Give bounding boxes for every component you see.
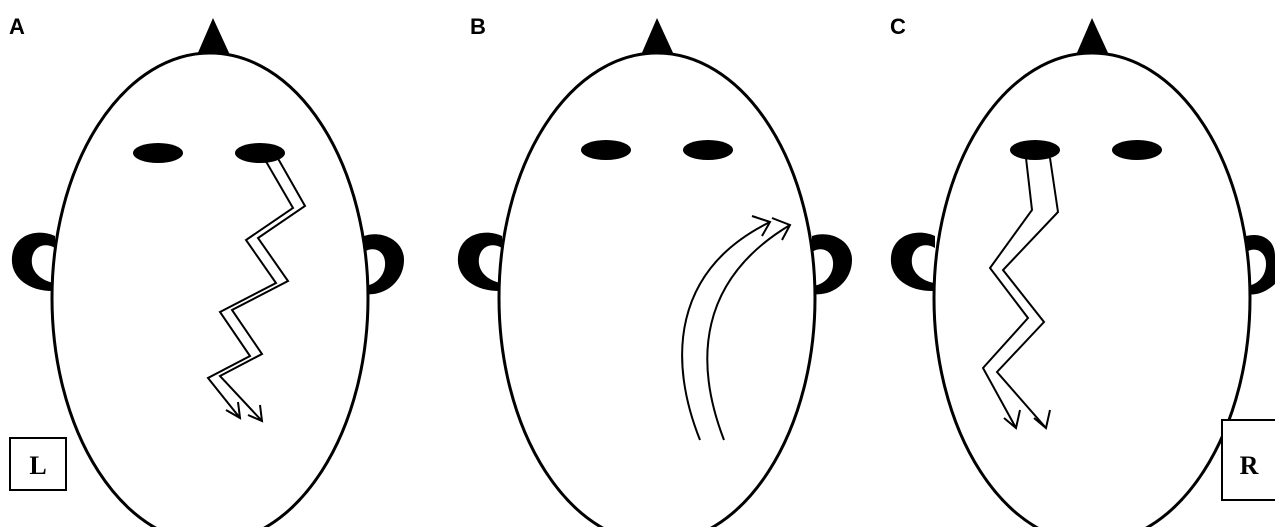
nose-marker bbox=[197, 18, 230, 55]
right-eye bbox=[683, 140, 733, 160]
left-eye bbox=[1010, 140, 1060, 160]
left-ear bbox=[12, 233, 55, 291]
panel-letter-c: C bbox=[890, 14, 906, 39]
nose-marker bbox=[1076, 18, 1109, 55]
right-eye bbox=[235, 143, 285, 163]
side-label-l: L bbox=[29, 451, 46, 480]
nose-marker bbox=[641, 18, 674, 55]
left-ear bbox=[458, 233, 502, 291]
head-outline bbox=[934, 53, 1250, 527]
head-outline bbox=[52, 53, 368, 527]
right-eye bbox=[1112, 140, 1162, 160]
panel-letter-b: B bbox=[470, 14, 486, 39]
side-label-r: R bbox=[1240, 451, 1259, 480]
panel-b: B bbox=[458, 14, 852, 527]
left-eye bbox=[133, 143, 183, 163]
left-eye bbox=[581, 140, 631, 160]
panel-c: C R bbox=[890, 14, 1275, 527]
right-ear bbox=[364, 234, 404, 294]
left-ear bbox=[891, 233, 935, 291]
panel-a: A L bbox=[9, 14, 404, 527]
panel-letter-a: A bbox=[9, 14, 25, 39]
right-ear bbox=[812, 234, 852, 294]
head-outline bbox=[499, 53, 815, 527]
